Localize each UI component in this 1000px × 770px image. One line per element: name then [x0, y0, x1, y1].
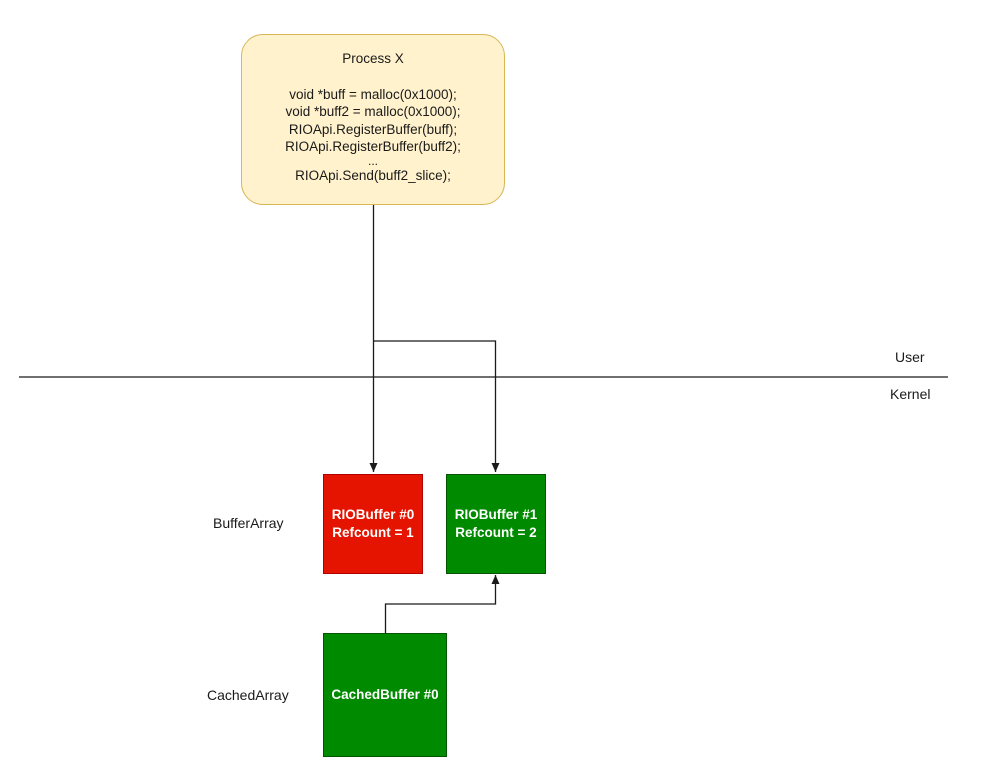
arrow-process-to-riobuffer-1 — [373, 340, 500, 472]
cached-array-label: CachedArray — [207, 687, 289, 703]
riobuffer-0-node: RIOBuffer #0 Refcount = 1 — [323, 474, 423, 574]
user-region-label: User — [895, 349, 925, 365]
riobuffer-0-name: RIOBuffer #0 — [331, 507, 415, 522]
process-box: Process X void *buff = malloc(0x1000); v… — [241, 34, 505, 205]
riobuffer-0-refcount: Refcount = 1 — [332, 525, 414, 540]
kernel-region-label: Kernel — [890, 386, 931, 402]
code-line: void *buff2 = malloc(0x1000); — [285, 104, 461, 119]
cachedbuffer-0-node: CachedBuffer #0 — [323, 633, 447, 757]
riobuffer-1-refcount: Refcount = 2 — [455, 525, 537, 540]
cachedbuffer-0-name: CachedBuffer #0 — [331, 687, 439, 702]
code-line: RIOApi.RegisterBuffer(buff); — [288, 121, 458, 137]
process-spacer — [242, 68, 504, 86]
riobuffer-1-name: RIOBuffer #1 — [454, 507, 538, 522]
code-line: void *buff = malloc(0x1000); — [289, 86, 457, 102]
code-line: RIOApi.Send(buff2_slice); — [295, 167, 451, 183]
riobuffer-1-node: RIOBuffer #1 Refcount = 2 — [446, 474, 546, 574]
code-line: RIOApi.RegisterBuffer(buff2); — [285, 139, 461, 154]
code-ellipsis: ... — [367, 153, 378, 168]
process-title: Process X — [342, 51, 404, 66]
arrow-cachedbuffer-to-riobuffer-1 — [384, 575, 500, 633]
buffer-array-label: BufferArray — [213, 515, 284, 531]
